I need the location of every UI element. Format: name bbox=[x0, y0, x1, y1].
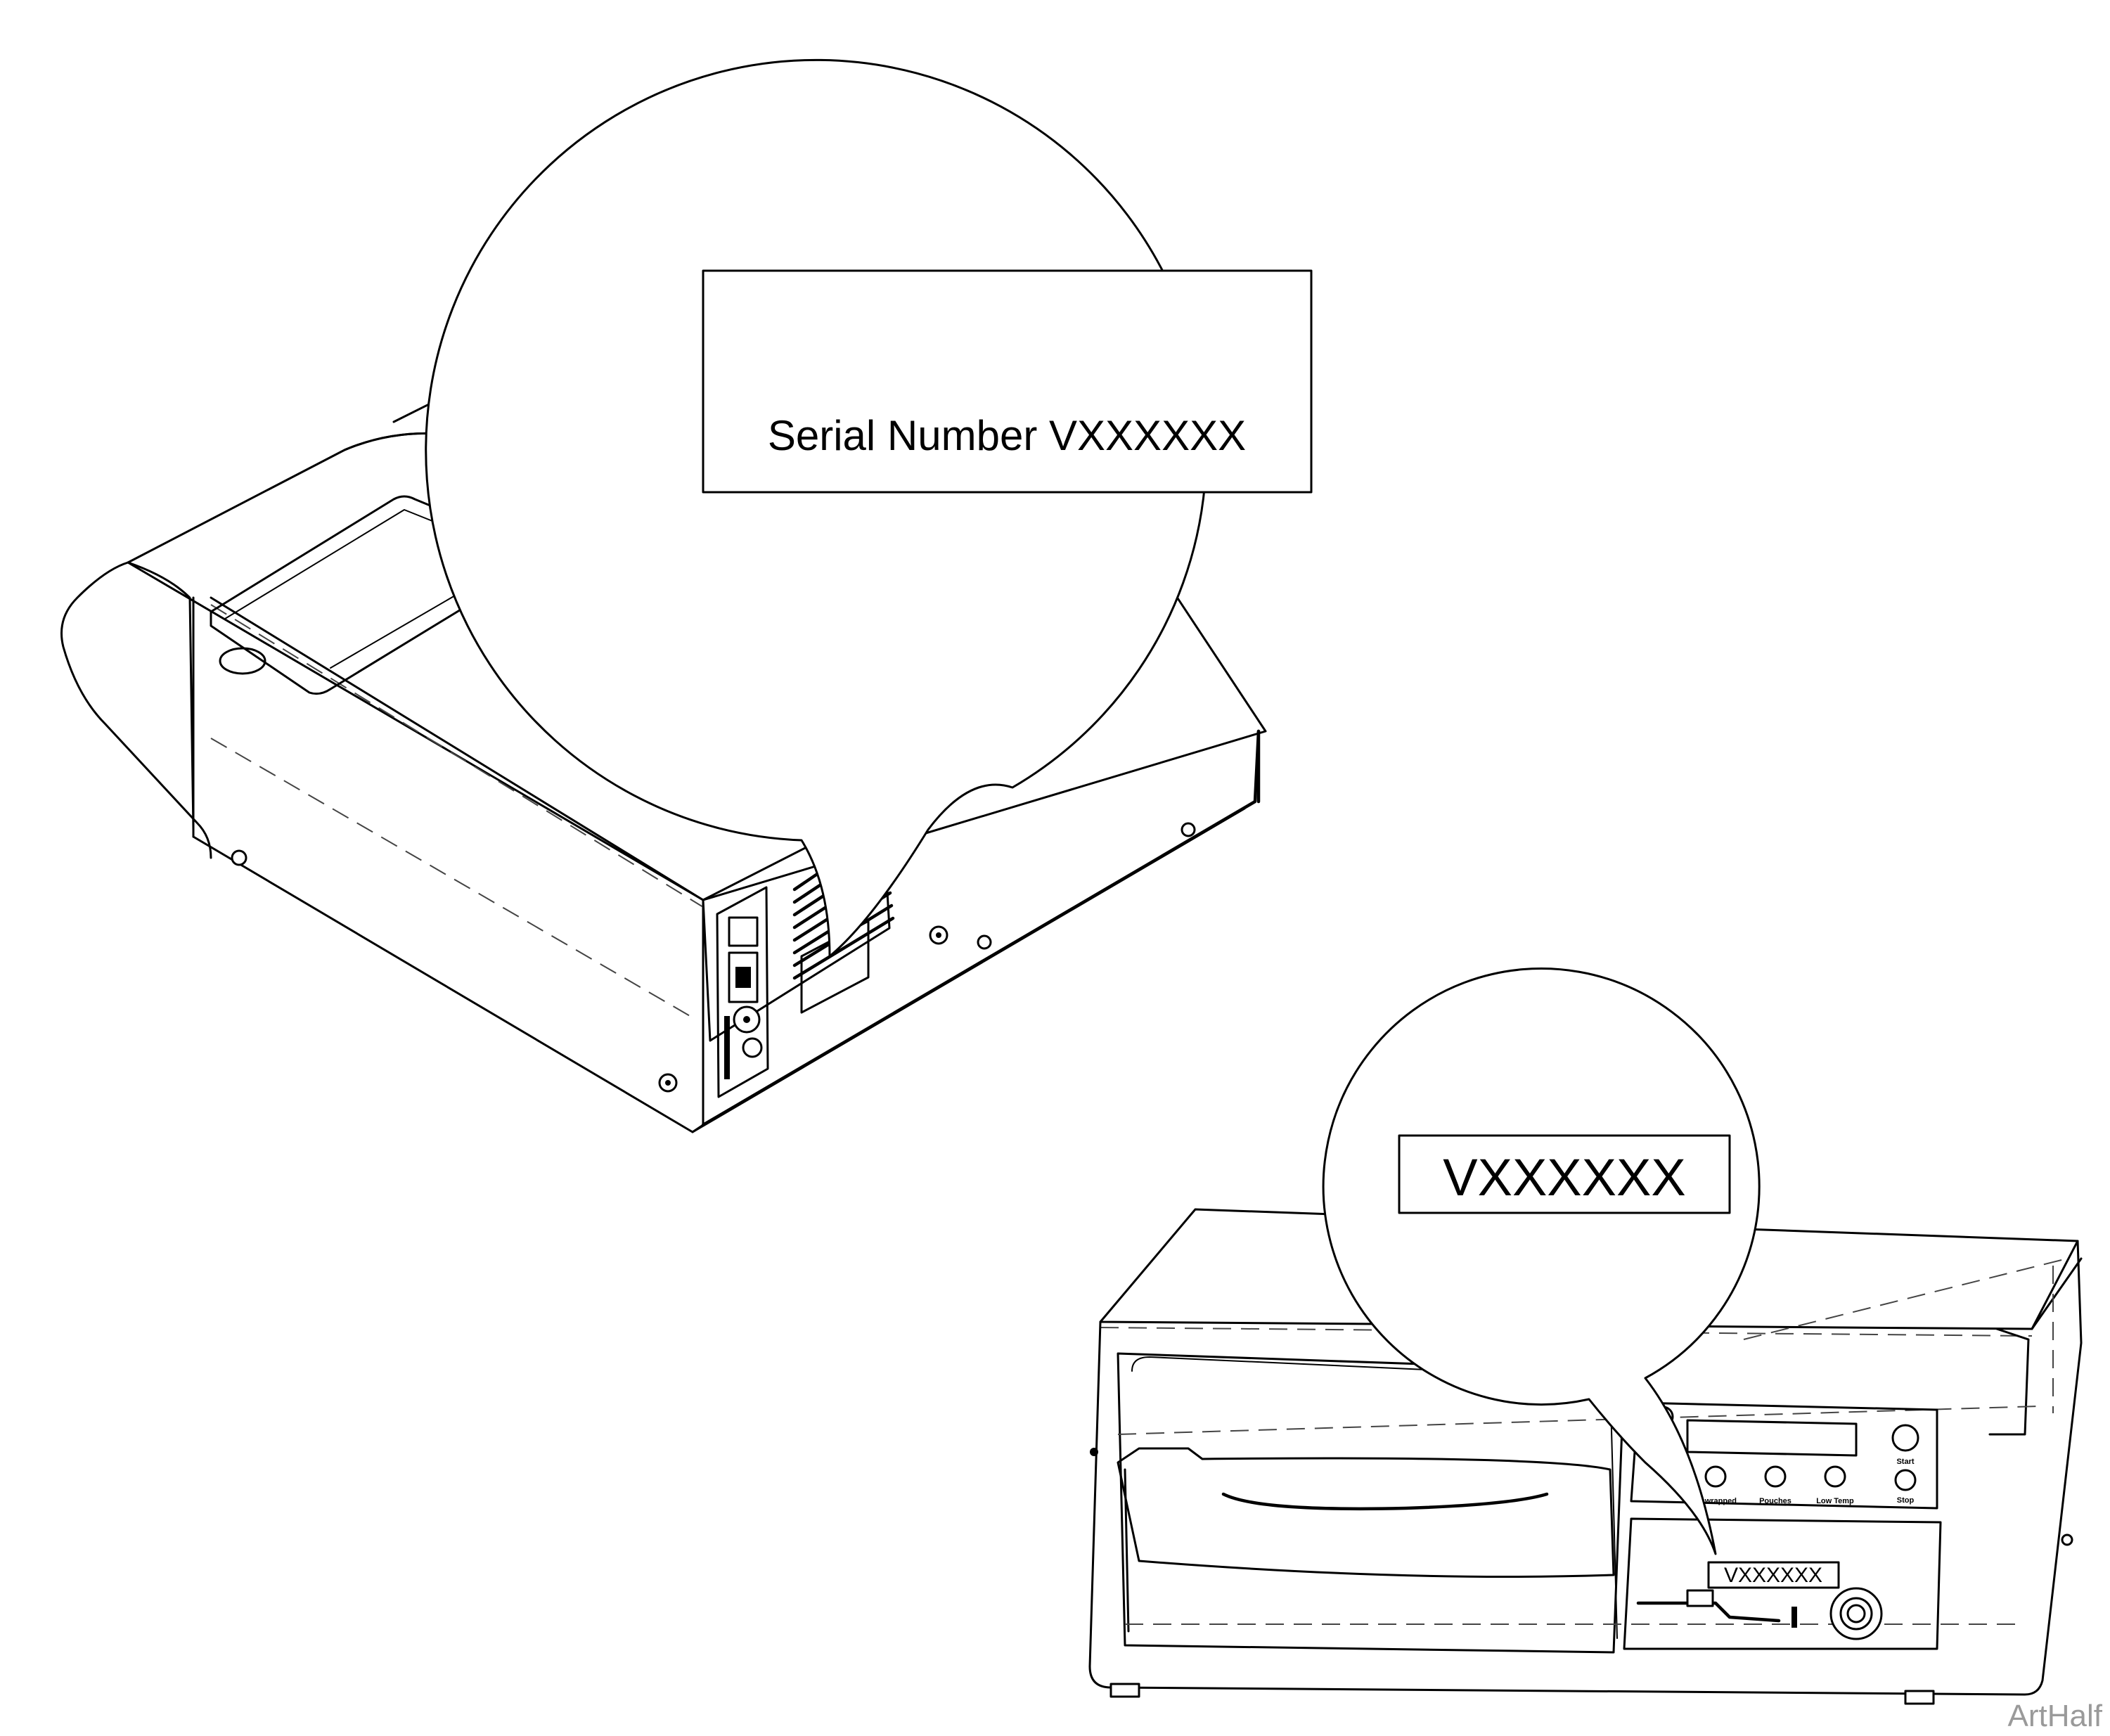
stop-button: Stop bbox=[1894, 1469, 1917, 1505]
fuse-holder-icon bbox=[724, 1016, 730, 1079]
bottom-unit-front-view: Unwrapped Pouches Low Temp Start Stop VX… bbox=[1088, 1208, 2083, 1705]
front-serial-plate: VXXXXXX bbox=[1724, 1564, 1822, 1587]
pouches-label: Pouches bbox=[1759, 1497, 1791, 1505]
low-temp-button: Low Temp bbox=[1816, 1465, 1854, 1505]
bottom-magnifier-callout: VXXXXXX bbox=[1322, 967, 1761, 1555]
power-switch-icon bbox=[728, 916, 759, 1003]
screw-icon bbox=[231, 822, 1196, 1093]
watermark-text: ArtHalf bbox=[2008, 1699, 2103, 1732]
serial-number-code: VXXXXXX bbox=[1443, 1148, 1686, 1207]
serial-number-label: Serial Number VXXXXXX bbox=[768, 412, 1246, 459]
stop-label: Stop bbox=[1897, 1496, 1915, 1505]
connector-icon bbox=[733, 1005, 763, 1058]
top-magnifier-callout: Serial Number VXXXXXX bbox=[425, 58, 1313, 958]
low-temp-label: Low Temp bbox=[1816, 1497, 1854, 1505]
front-port-icon bbox=[1829, 1587, 1883, 1640]
start-label: Start bbox=[1896, 1458, 1914, 1466]
pouches-button: Pouches bbox=[1759, 1465, 1791, 1505]
start-button: Start bbox=[1891, 1424, 1919, 1466]
